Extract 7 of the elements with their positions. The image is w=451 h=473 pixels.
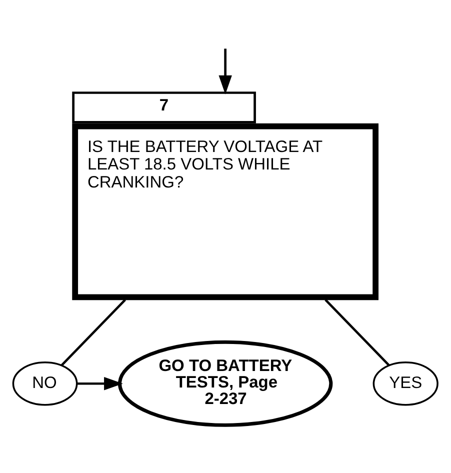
arrow [218, 48, 232, 94]
node-ellipse: NO [12, 362, 78, 406]
node-ellipse: YES [372, 362, 438, 406]
connector [60, 298, 126, 366]
arrow [77, 377, 123, 390]
node-ellipse: GO TO BATTERY TESTS, Page 2-237 [118, 340, 333, 427]
connector [324, 298, 390, 366]
